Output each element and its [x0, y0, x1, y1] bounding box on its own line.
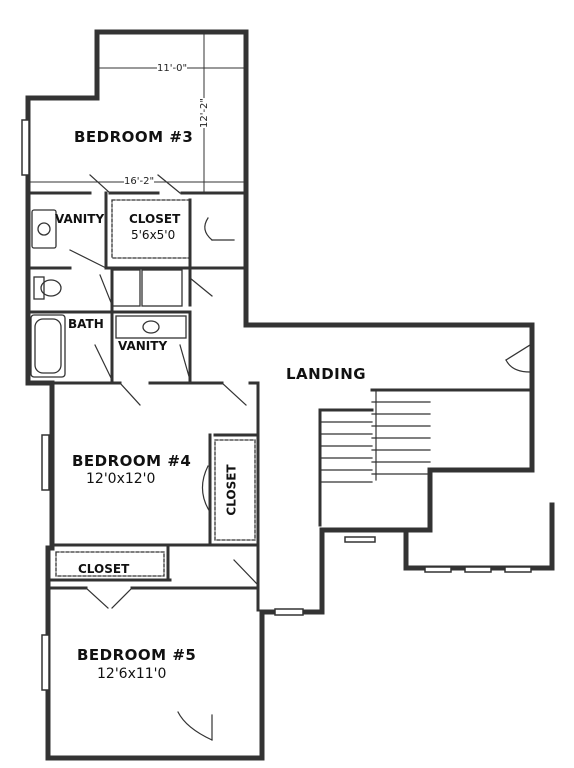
vanity-upper-label: VANITY	[55, 212, 105, 226]
bedroom4-size: 12'0x12'0	[86, 471, 156, 487]
fixtures	[30, 199, 256, 577]
bath-label: BATH	[68, 317, 104, 331]
bedroom3-label: BEDROOM #3	[74, 128, 194, 146]
windows	[21, 119, 532, 691]
outer-walls	[25, 29, 555, 761]
bedroom5-label: BEDROOM #5	[77, 646, 197, 664]
interior-walls	[26, 191, 532, 612]
bedroom3-width-dimension: 11'-0"	[157, 63, 188, 74]
bedroom3-depth-dimension: 12'-2"	[199, 97, 211, 129]
vanity-lower-label: VANITY	[118, 339, 168, 353]
closet3-size: 5'6x5'0	[131, 228, 176, 242]
bedroom5-size: 12'6x11'0	[97, 666, 167, 682]
bedroom4-label: BEDROOM #4	[72, 452, 192, 470]
closet4-label: CLOSET	[224, 464, 239, 516]
closet3-label: CLOSET	[129, 212, 181, 226]
stair-treads	[321, 389, 431, 483]
dimension-lines	[29, 34, 247, 193]
landing-label: LANDING	[286, 365, 367, 383]
bedroom3-span-dimension: 16'-2"	[124, 176, 155, 187]
closet5-label: CLOSET	[78, 562, 130, 576]
door-swings	[69, 174, 531, 741]
